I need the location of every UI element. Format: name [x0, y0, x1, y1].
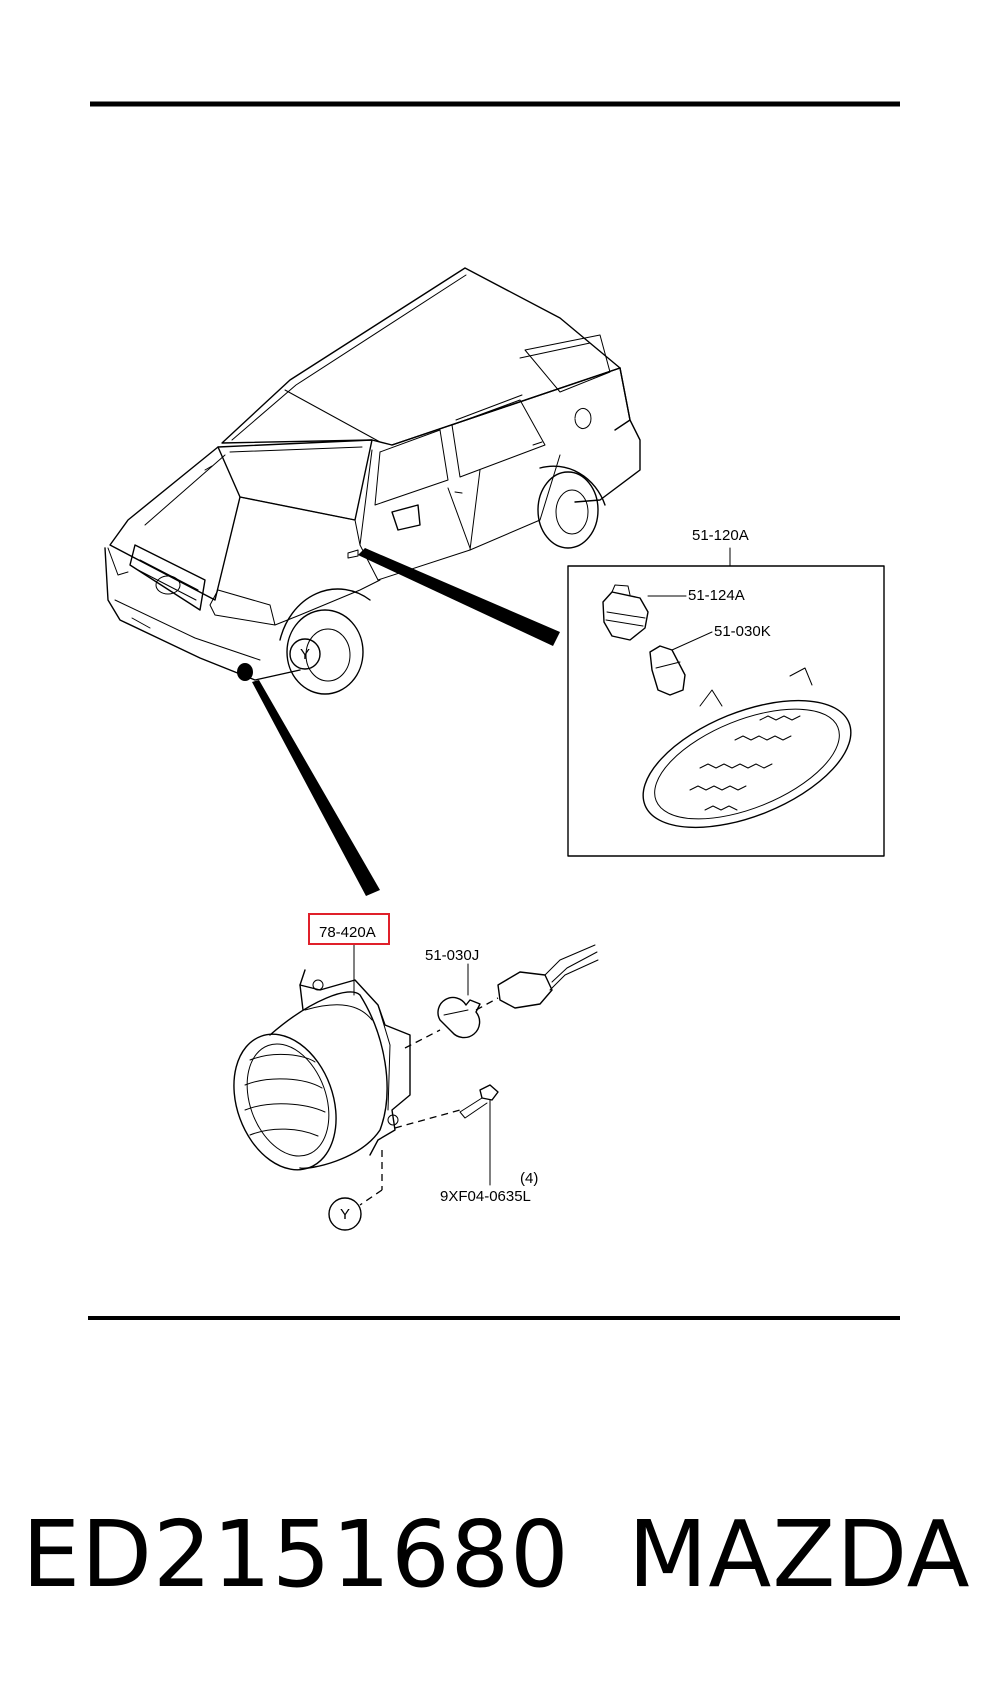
- leader-wedge-side-marker: [358, 548, 560, 646]
- fog-lamp-illustration: [233, 944, 599, 1231]
- vehicle-illustration: [104, 267, 641, 695]
- callout-fog-lamp-assembly: 78-420A: [319, 924, 376, 941]
- leader-wedge-fog-lamp: [252, 680, 380, 896]
- brand-name: MAZDA: [628, 1501, 971, 1608]
- ref-mark-car: Y: [300, 646, 310, 663]
- callout-fog-lamp-bulb: 51-030J: [425, 947, 479, 964]
- callout-side-marker-assembly: 51-120A: [692, 527, 749, 544]
- ref-mark-lamp: Y: [340, 1206, 350, 1223]
- side-marker-detail: [567, 547, 885, 857]
- callout-screw-qty: (4): [520, 1170, 538, 1187]
- highlight-box: [308, 913, 390, 945]
- callout-screw: 9XF04-0635L: [440, 1188, 531, 1205]
- part-number: ED2151680: [22, 1501, 570, 1608]
- callout-side-marker-bulb: 51-030K: [714, 623, 771, 640]
- callout-socket: 51-124A: [688, 587, 745, 604]
